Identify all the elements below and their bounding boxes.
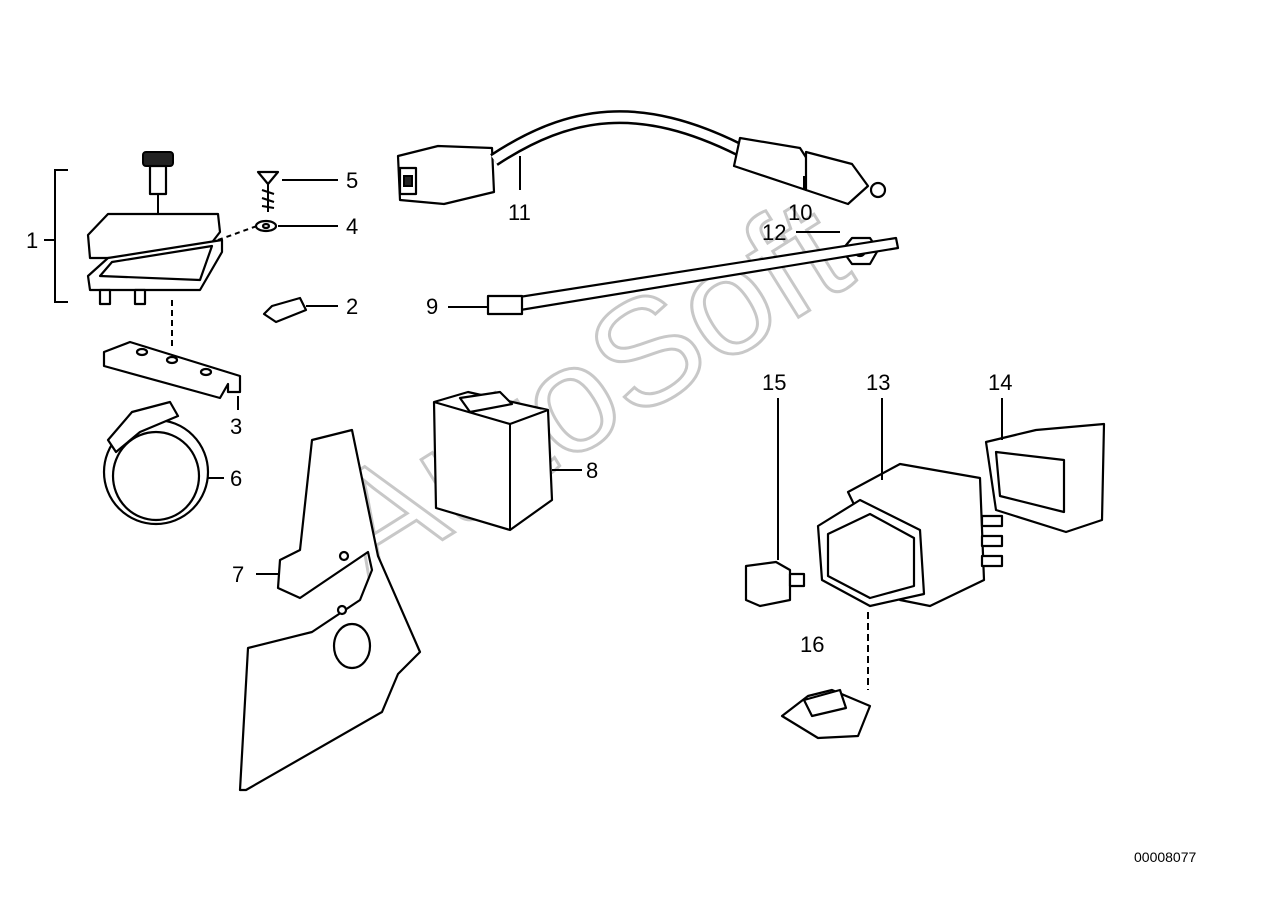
callout-3: 3 xyxy=(230,414,242,439)
hose-clamp xyxy=(102,400,210,526)
callout-9: 9 xyxy=(426,294,438,319)
relay xyxy=(816,462,1004,608)
callout-6: 6 xyxy=(230,466,242,491)
callout-2: 2 xyxy=(346,294,358,319)
clip xyxy=(780,612,872,740)
callout-15: 15 xyxy=(762,370,786,395)
callout-4: 4 xyxy=(346,214,358,239)
bulb xyxy=(262,296,308,324)
callout-8: 8 xyxy=(586,458,598,483)
relay-socket xyxy=(984,422,1106,534)
screw xyxy=(256,170,280,212)
control-unit xyxy=(432,390,554,532)
leader-lines xyxy=(208,156,1003,575)
callout-11: 11 xyxy=(508,200,531,225)
holder-bracket xyxy=(102,340,242,400)
callout-16: 16 xyxy=(800,632,824,657)
sensor-housing xyxy=(86,212,269,350)
cable-tie xyxy=(486,236,900,316)
cover-plate xyxy=(238,428,422,792)
sensor-cable xyxy=(396,110,887,206)
callout-5: 5 xyxy=(346,168,358,193)
reference-number: 00008077 xyxy=(1134,849,1197,865)
callout-13: 13 xyxy=(866,370,890,395)
group-bracket xyxy=(54,169,68,303)
callout-10: 10 xyxy=(788,200,812,225)
callout-12: 12 xyxy=(762,220,786,245)
callout-1: 1 xyxy=(26,228,38,253)
knurled-screw xyxy=(142,151,174,215)
washer xyxy=(254,219,278,233)
callout-14: 14 xyxy=(988,370,1012,395)
fuse xyxy=(744,560,806,608)
callout-7: 7 xyxy=(232,562,244,587)
watermark: AutoSoft xyxy=(298,165,875,612)
